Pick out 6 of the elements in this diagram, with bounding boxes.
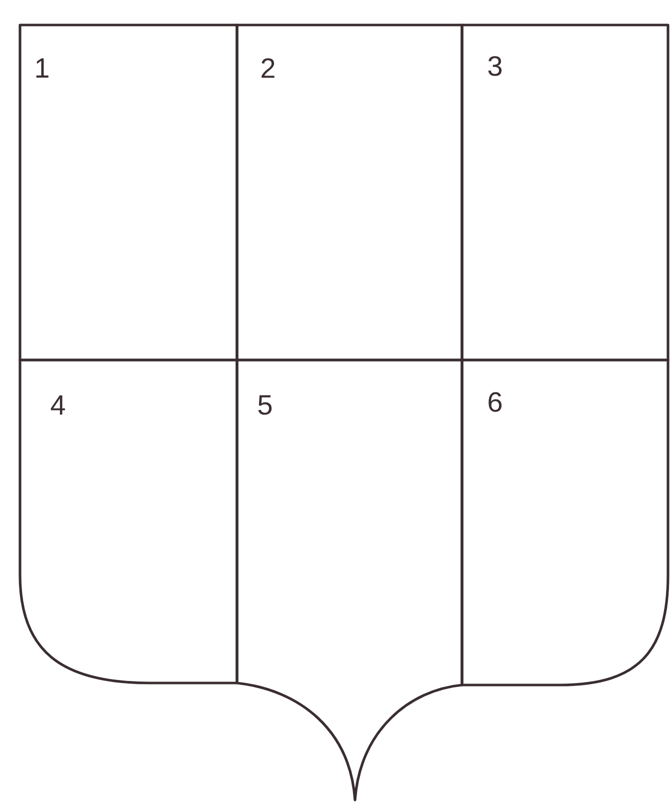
shield-field: 6 [460, 358, 670, 686]
shield-field: 2 [236, 24, 464, 362]
shield-field: 4 [18, 358, 238, 684]
shield-field: 5 [236, 358, 464, 802]
shield-field: 3 [460, 24, 670, 362]
shield-field: 1 [18, 24, 238, 362]
